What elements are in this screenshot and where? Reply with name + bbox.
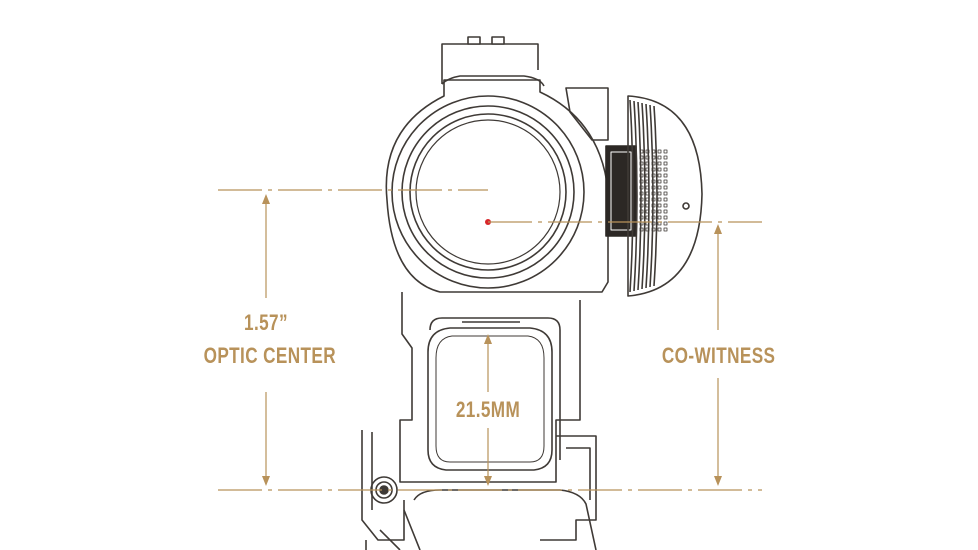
turret-knurl-cell [645,227,650,232]
turret-knurl-cell [645,203,650,208]
turret-knurl-cell [645,149,650,154]
turret-knurl-ring [629,99,634,293]
turret-knurl-cell [663,197,668,202]
turret-knurl-cell [639,161,644,166]
lens-glass [415,119,561,265]
turret-knurl-cell [639,155,644,160]
turret-knurl-cell [639,227,644,232]
optic-housing [385,79,609,293]
turret-knurl-cell [645,155,650,160]
turret-knurl-cell [657,227,662,232]
turret-base [565,87,609,141]
lens-inner-ring [409,113,567,271]
turret-knurl-cell [663,191,668,196]
turret-knurl-cell [651,191,656,196]
turret-knurl-cell [639,173,644,178]
optic-line-art [361,36,703,550]
turret-knurl-cell [663,155,668,160]
lens-outer-ring [391,95,585,289]
turret-knurl-cell [645,173,650,178]
turret-knurl-cell [663,215,668,220]
turret-knurl-cell [651,173,656,178]
turret-knurl-ring [633,100,638,292]
turret-knurl-cell [645,215,650,220]
optic-center-label: OPTIC CENTER [203,343,337,368]
turret-knurl-cell [639,179,644,184]
turret-knurl-ring [653,105,658,287]
turret-knurl-cell [645,179,650,184]
turret-knurl-cell [639,185,644,190]
turret-knurl-cell [657,197,662,202]
turret-knurl-cell [639,209,644,214]
turret-knurl-cell [657,167,662,172]
mount-body [361,292,597,550]
turret-knurl-ring [649,104,654,288]
turret-knurl-ring [645,103,650,289]
turret-knurl-cell [651,161,656,166]
turret-knurl-cell [663,179,668,184]
turret-knurl-cell [651,197,656,202]
turret-knurl-cell [663,167,668,172]
turret-knurl-ring [637,101,642,291]
turret-knurl-cell [651,155,656,160]
arrow-up [262,194,270,204]
turret-knurl-cell [651,167,656,172]
turret-knurl-cell [663,227,668,232]
turret-knurl-cell [645,191,650,196]
turret-knurl-cell [657,185,662,190]
turret-knurl-cell [639,203,644,208]
turret-knurl-cell [651,227,656,232]
turret-knurl-cell [645,209,650,214]
top-rail-piece [441,36,545,87]
turret-knurl-cell [639,197,644,202]
turret-knurl-cell [657,209,662,214]
turret-knurl-cell [651,209,656,214]
turret-knurl-cell [651,149,656,154]
turret-knurl-cell [651,185,656,190]
turret-knurl-cell [663,161,668,166]
turret-knurl-cell [657,179,662,184]
turret-knurl-cell [663,173,668,178]
turret-knurl-cell [657,215,662,220]
turret-knurl-ring [641,102,646,290]
turret-knurl-cell [663,209,668,214]
turret-knurl-cell [651,221,656,226]
co-witness-label: CO-WITNESS [661,343,776,368]
turret-knurl-cell [657,149,662,154]
turret-knurl-cell [639,149,644,154]
turret-knurl-cell [663,203,668,208]
turret-knurl-cell [645,167,650,172]
lens-mid-ring [401,105,575,279]
turret-knurl-cell [639,191,644,196]
turret-knurl-cell [663,221,668,226]
co-witness-window [427,327,553,471]
adjustment-turret [627,95,703,297]
turret-knurl-cell [657,161,662,166]
turret-knurl-cell [645,185,650,190]
dimension-lines [218,189,762,491]
turret-knurl-cell [645,161,650,166]
arrow-down [262,476,270,486]
turret-knurl-cell [651,203,656,208]
turret-knurl-cell [651,179,656,184]
height-value-label: 1.57” [244,310,288,335]
turret-knurl-cell [639,167,644,172]
turret-knurl-cell [639,215,644,220]
turret-knurl-cell [663,149,668,154]
turret-knurl-cell [663,185,668,190]
turret-knurl-cell [645,197,650,202]
rail-section [413,489,597,550]
turret-knurl-cell [657,173,662,178]
window-height-label: 21.5MM [450,397,526,423]
turret-knurl-cell [657,203,662,208]
turret-knurl-cell [657,155,662,160]
turret-knurl-cell [651,215,656,220]
turret-knurl-cell [657,191,662,196]
